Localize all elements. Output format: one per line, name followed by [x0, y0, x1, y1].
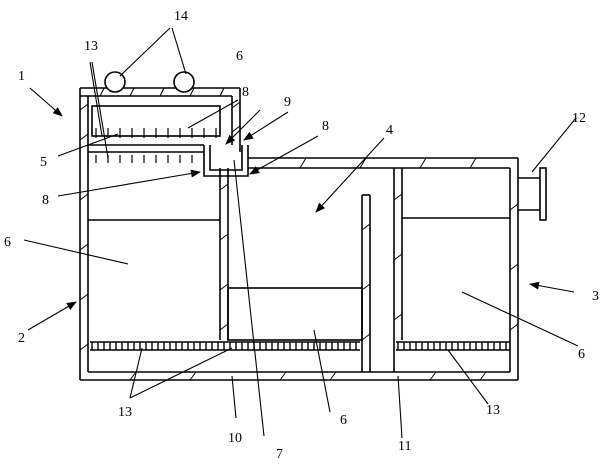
label-6-bottom: 6 — [340, 413, 347, 428]
roller-right — [173, 71, 195, 93]
label-3: 3 — [592, 289, 599, 304]
label-2: 2 — [18, 331, 25, 346]
label-4: 4 — [386, 123, 393, 138]
overflow-channel — [203, 145, 249, 177]
label-8-right: 8 — [322, 119, 329, 134]
leader-lines — [23, 27, 579, 439]
label-13-top: 13 — [84, 39, 98, 54]
label-12: 12 — [572, 111, 586, 126]
reference-labels: 1 14 13 6 8 9 8 4 12 5 8 6 3 2 6 13 13 6… — [4, 9, 599, 462]
label-11: 11 — [398, 439, 411, 454]
label-1: 1 — [18, 69, 25, 84]
wall-hatching — [79, 87, 519, 381]
label-10: 10 — [228, 431, 242, 446]
middle-filter-media — [227, 287, 363, 341]
label-5: 5 — [40, 155, 47, 170]
outlet-pipe — [518, 167, 547, 221]
label-9: 9 — [284, 95, 291, 110]
label-6-top: 6 — [236, 49, 243, 64]
aeration-bars — [95, 128, 217, 163]
label-8-top: 8 — [242, 85, 249, 100]
top-unit-housing — [79, 87, 241, 170]
label-13-bottom-left: 13 — [118, 405, 132, 420]
label-8-left: 8 — [42, 193, 49, 208]
aerator-tubes — [90, 341, 510, 351]
main-tank-housing — [79, 157, 519, 381]
roller-left — [104, 71, 126, 93]
middle-baffle — [361, 194, 371, 372]
label-7: 7 — [276, 447, 283, 462]
left-chamber-wall — [219, 168, 229, 340]
label-14: 14 — [174, 9, 188, 24]
label-6-left: 6 — [4, 235, 11, 250]
label-13-bottom-right: 13 — [486, 403, 500, 418]
label-6-right: 6 — [578, 347, 585, 362]
